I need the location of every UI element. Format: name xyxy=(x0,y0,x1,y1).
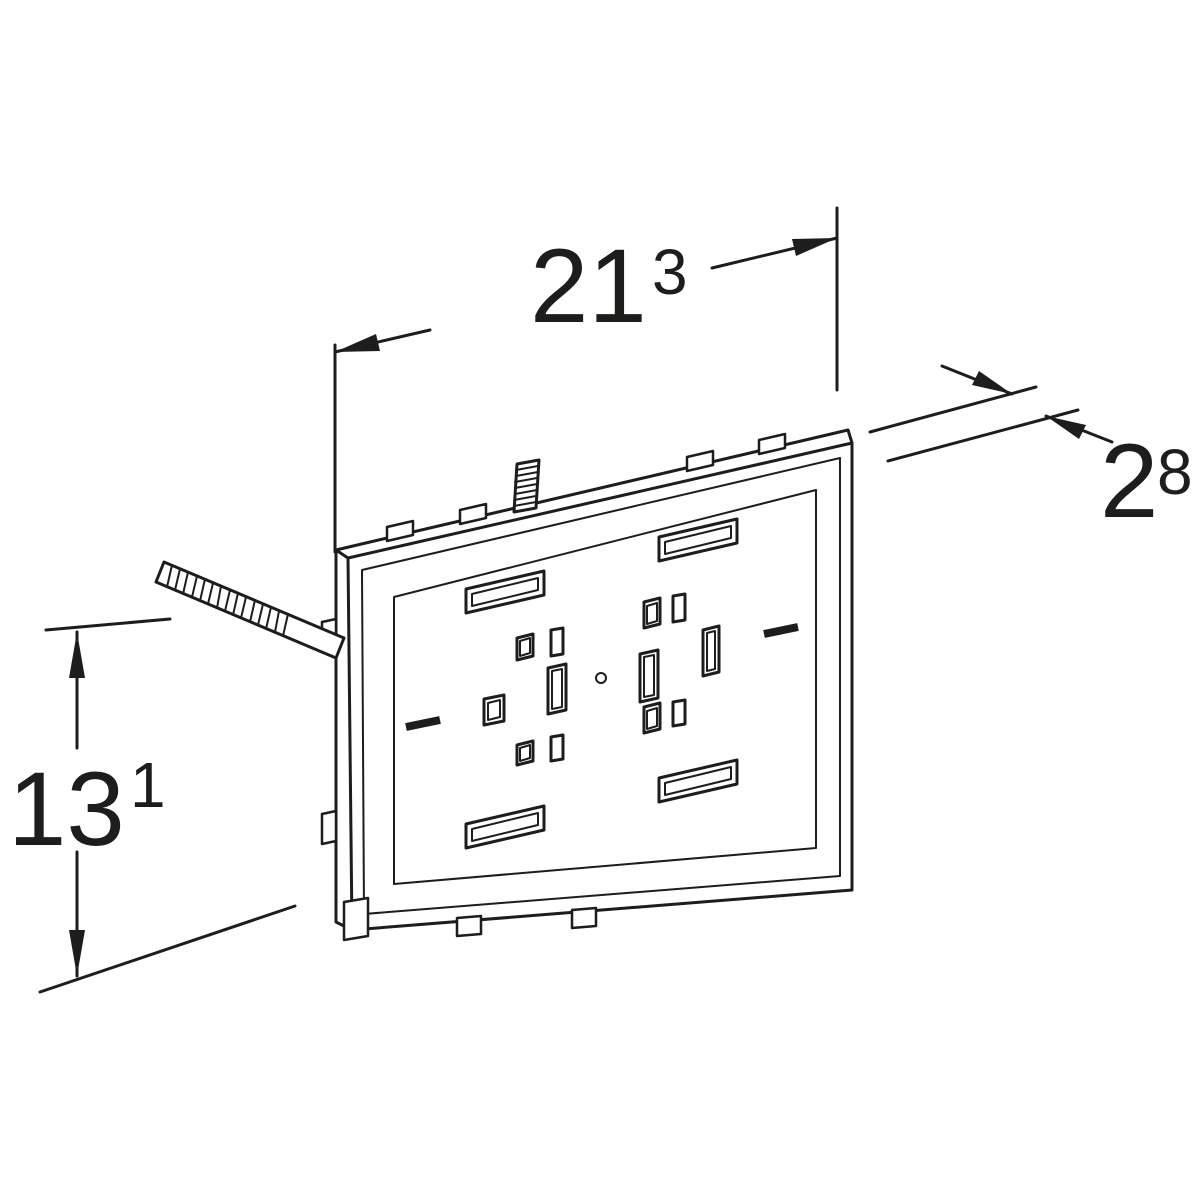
width-dimension: 21 3 xyxy=(333,206,839,554)
threaded-rod xyxy=(154,560,346,660)
height-arrowhead-top xyxy=(69,632,85,678)
depth-arrowhead-lower xyxy=(1046,416,1086,439)
slot-mid-right-2-inner xyxy=(706,630,716,672)
height-arrowhead-bottom xyxy=(69,930,85,976)
top-clip-4 xyxy=(757,432,787,456)
depth-dimension-value: 2 xyxy=(1100,423,1158,540)
slot-lower-left-inner xyxy=(471,812,539,842)
frame-corner-connector xyxy=(334,548,350,560)
hole-right-1-inner xyxy=(646,602,658,625)
slot-upper-left xyxy=(464,569,546,615)
slot-upper-right xyxy=(657,517,739,563)
height-extension-line-top xyxy=(44,617,172,632)
fixing-bolt xyxy=(512,458,541,514)
hole-left-1 xyxy=(515,632,535,662)
height-dimension-superscript: 1 xyxy=(130,749,166,821)
height-extension-line-bottom xyxy=(38,904,297,994)
dash-mark-right xyxy=(763,623,799,638)
top-clip-1 xyxy=(385,519,415,543)
height-dimension: 13 1 xyxy=(8,617,297,994)
top-clip-3 xyxy=(685,449,715,473)
hole-right-4 xyxy=(671,698,687,728)
hole-right-2 xyxy=(671,592,687,624)
fixing-bolt-threads xyxy=(513,465,539,507)
hole-right-3-inner xyxy=(646,707,658,730)
frame-back-top-edge xyxy=(334,428,854,552)
dash-mark-left xyxy=(405,716,441,731)
threaded-rod-threads xyxy=(166,564,289,637)
frame-recess-outline xyxy=(393,489,817,885)
bottom-clip-3 xyxy=(342,896,370,942)
slot-lower-left xyxy=(464,804,546,850)
depth-dimension: 2 8 xyxy=(868,364,1193,540)
hole-left-1-inner xyxy=(519,637,531,657)
center-pilot-hole xyxy=(595,672,607,684)
slot-lower-right xyxy=(657,758,739,804)
depth-extension-line-back xyxy=(868,385,1038,434)
slot-mid-right-1 xyxy=(638,648,660,704)
hole-left-4-inner xyxy=(519,744,531,762)
left-clip-2 xyxy=(320,809,338,846)
bottom-clip-2 xyxy=(570,906,598,930)
frame-rim-inner-contour xyxy=(361,457,841,915)
slot-center-inner xyxy=(551,668,563,710)
hole-right-3 xyxy=(642,701,662,735)
slot-upper-left-inner xyxy=(471,577,539,607)
hole-right-1 xyxy=(642,596,662,630)
hole-left-3 xyxy=(482,693,506,727)
hole-left-3-inner xyxy=(487,699,501,721)
frame-front-outline xyxy=(346,441,854,932)
height-dimension-value: 13 xyxy=(8,751,125,868)
hole-left-4 xyxy=(515,739,535,767)
depth-dimension-superscript: 8 xyxy=(1157,436,1193,508)
mounting-frame-plate xyxy=(320,428,854,942)
slot-center xyxy=(546,662,568,716)
top-clip-2 xyxy=(458,502,488,526)
slot-lower-right-inner xyxy=(664,766,732,796)
width-arrowhead-right xyxy=(792,238,837,256)
width-dimension-value: 21 xyxy=(530,228,647,345)
slot-mid-right-2 xyxy=(701,624,721,678)
slot-upper-right-inner xyxy=(664,525,732,555)
hole-left-2 xyxy=(549,626,565,658)
width-arrowhead-left xyxy=(335,334,380,352)
depth-arrowhead-upper xyxy=(972,371,1012,394)
bottom-clip-1 xyxy=(455,914,483,938)
width-dimension-superscript: 3 xyxy=(652,236,688,308)
slot-mid-right-1-inner xyxy=(643,654,655,698)
threaded-rod-body xyxy=(154,560,346,660)
hole-left-5 xyxy=(549,733,565,763)
depth-extension-line-front xyxy=(886,408,1080,463)
